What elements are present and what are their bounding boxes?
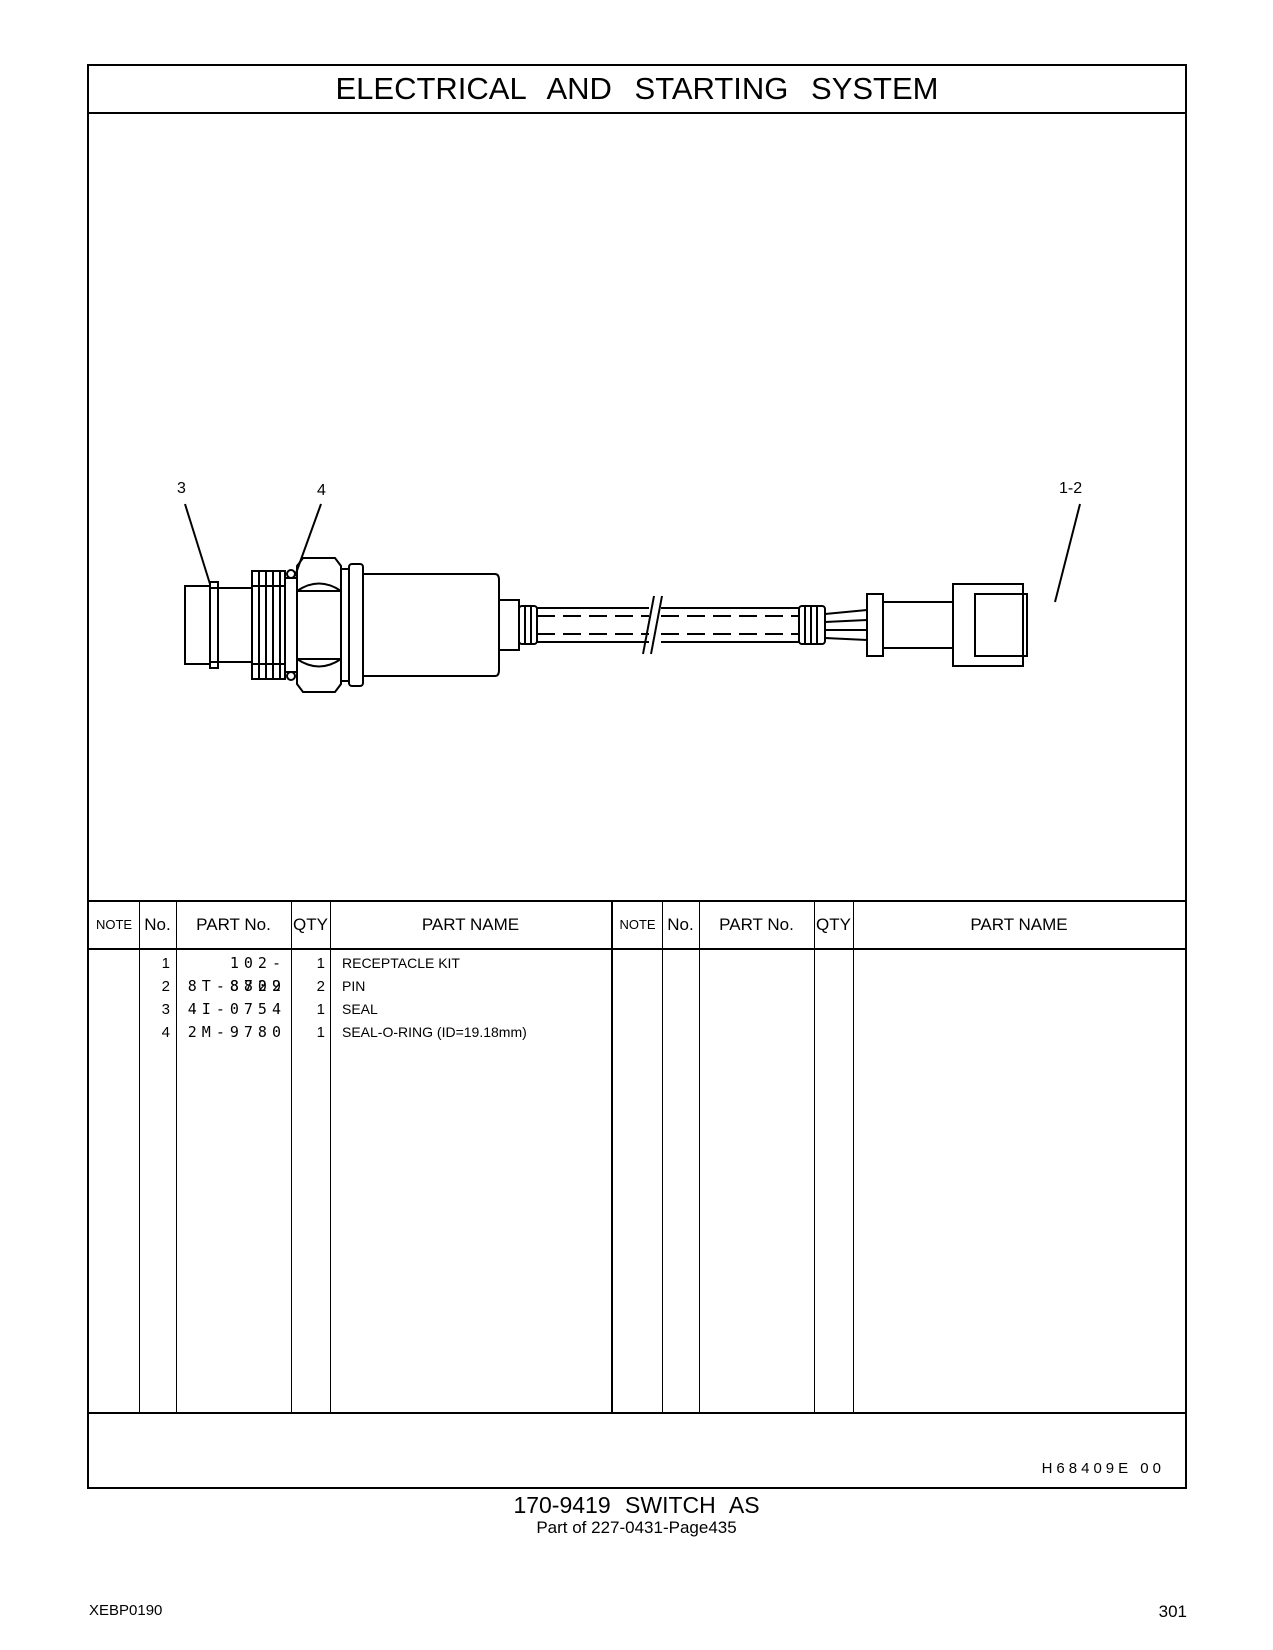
row-part-no: 4I-0754 (187, 1000, 286, 1018)
connector-collar (866, 593, 884, 657)
callout-3: 3 (177, 480, 186, 497)
header-note-left: NOTE (95, 917, 133, 932)
page-title: ELECTRICAL AND STARTING SYSTEM (89, 66, 1185, 114)
row-part-name: RECEPTACLE KIT (342, 955, 460, 971)
parts-page-frame: ELECTRICAL AND STARTING SYSTEM (87, 64, 1187, 1489)
header-no-left: No. (144, 915, 171, 934)
assembly-title: 170-9419 SWITCH AS (513, 1492, 760, 1518)
header-part-no-left: PART No. (196, 915, 271, 934)
callout-1-2: 1-2 (1059, 480, 1083, 497)
header-part-name-left: PART NAME (421, 915, 520, 934)
flange (348, 563, 364, 687)
table-row: 1 102-8802 1 RECEPTACLE KIT (89, 952, 1185, 995)
connector-plug (952, 583, 1024, 667)
connector-housing (882, 601, 954, 649)
header-qty-left: QTY (293, 915, 328, 934)
header-note-right: NOTE (619, 917, 656, 932)
assembly-reference: Part of 227-0431-Page435 (536, 1518, 737, 1537)
switch-drawing (184, 503, 1081, 693)
page-number: 301 (1158, 1602, 1187, 1621)
parts-table: NOTE No. PART No. QTY PART NAME NOTE No.… (89, 900, 1185, 1414)
leader-line-4 (294, 503, 322, 577)
break-mark (642, 595, 655, 655)
row-part-name: SEAL (342, 1001, 378, 1017)
row-part-no: 2M-9780 (187, 1023, 286, 1041)
row-qty: 1 (316, 955, 325, 972)
row-part-no: 8T-8729 (187, 977, 286, 995)
row-no: 1 (161, 955, 170, 972)
table-row: 4 2M-9780 1 SEAL-O-RING (ID=19.18mm) (89, 1021, 1185, 1044)
body-neck (498, 599, 520, 651)
row-no: 2 (161, 978, 170, 995)
callout-4: 4 (317, 482, 326, 499)
leader-line-3 (184, 503, 211, 585)
row-no: 3 (161, 1001, 170, 1018)
plug-tip (184, 585, 211, 665)
sensor-body (362, 573, 500, 677)
header-part-name-right: PART NAME (970, 915, 1068, 934)
row-qty: 1 (316, 1001, 325, 1018)
row-no: 4 (161, 1024, 170, 1041)
row-part-name: SEAL-O-RING (ID=19.18mm) (342, 1024, 527, 1040)
table-row: 2 8T-8729 2 PIN (89, 975, 1185, 998)
row-qty: 2 (316, 978, 325, 995)
publication-code: XEBP0190 (89, 1602, 163, 1619)
row-qty: 1 (316, 1024, 325, 1041)
leader-line-1-2 (1054, 503, 1081, 603)
header-no-right: No. (667, 915, 694, 934)
connector-latch (974, 593, 1028, 657)
table-row: 3 4I-0754 1 SEAL (89, 998, 1185, 1021)
hex-nut (296, 557, 342, 693)
row-part-name: PIN (342, 978, 366, 994)
o-ring-bottom (286, 671, 296, 681)
header-qty-right: QTY (816, 915, 851, 934)
header-part-no-right: PART No. (719, 915, 794, 934)
document-code: H68409E 00 (1041, 1460, 1165, 1477)
o-ring-top (286, 569, 296, 579)
row-part-no: 102-8802 (229, 954, 286, 995)
seal-ring-3 (209, 581, 219, 669)
switch-assembly-illustration: 3 4 1-2 (89, 114, 1185, 902)
